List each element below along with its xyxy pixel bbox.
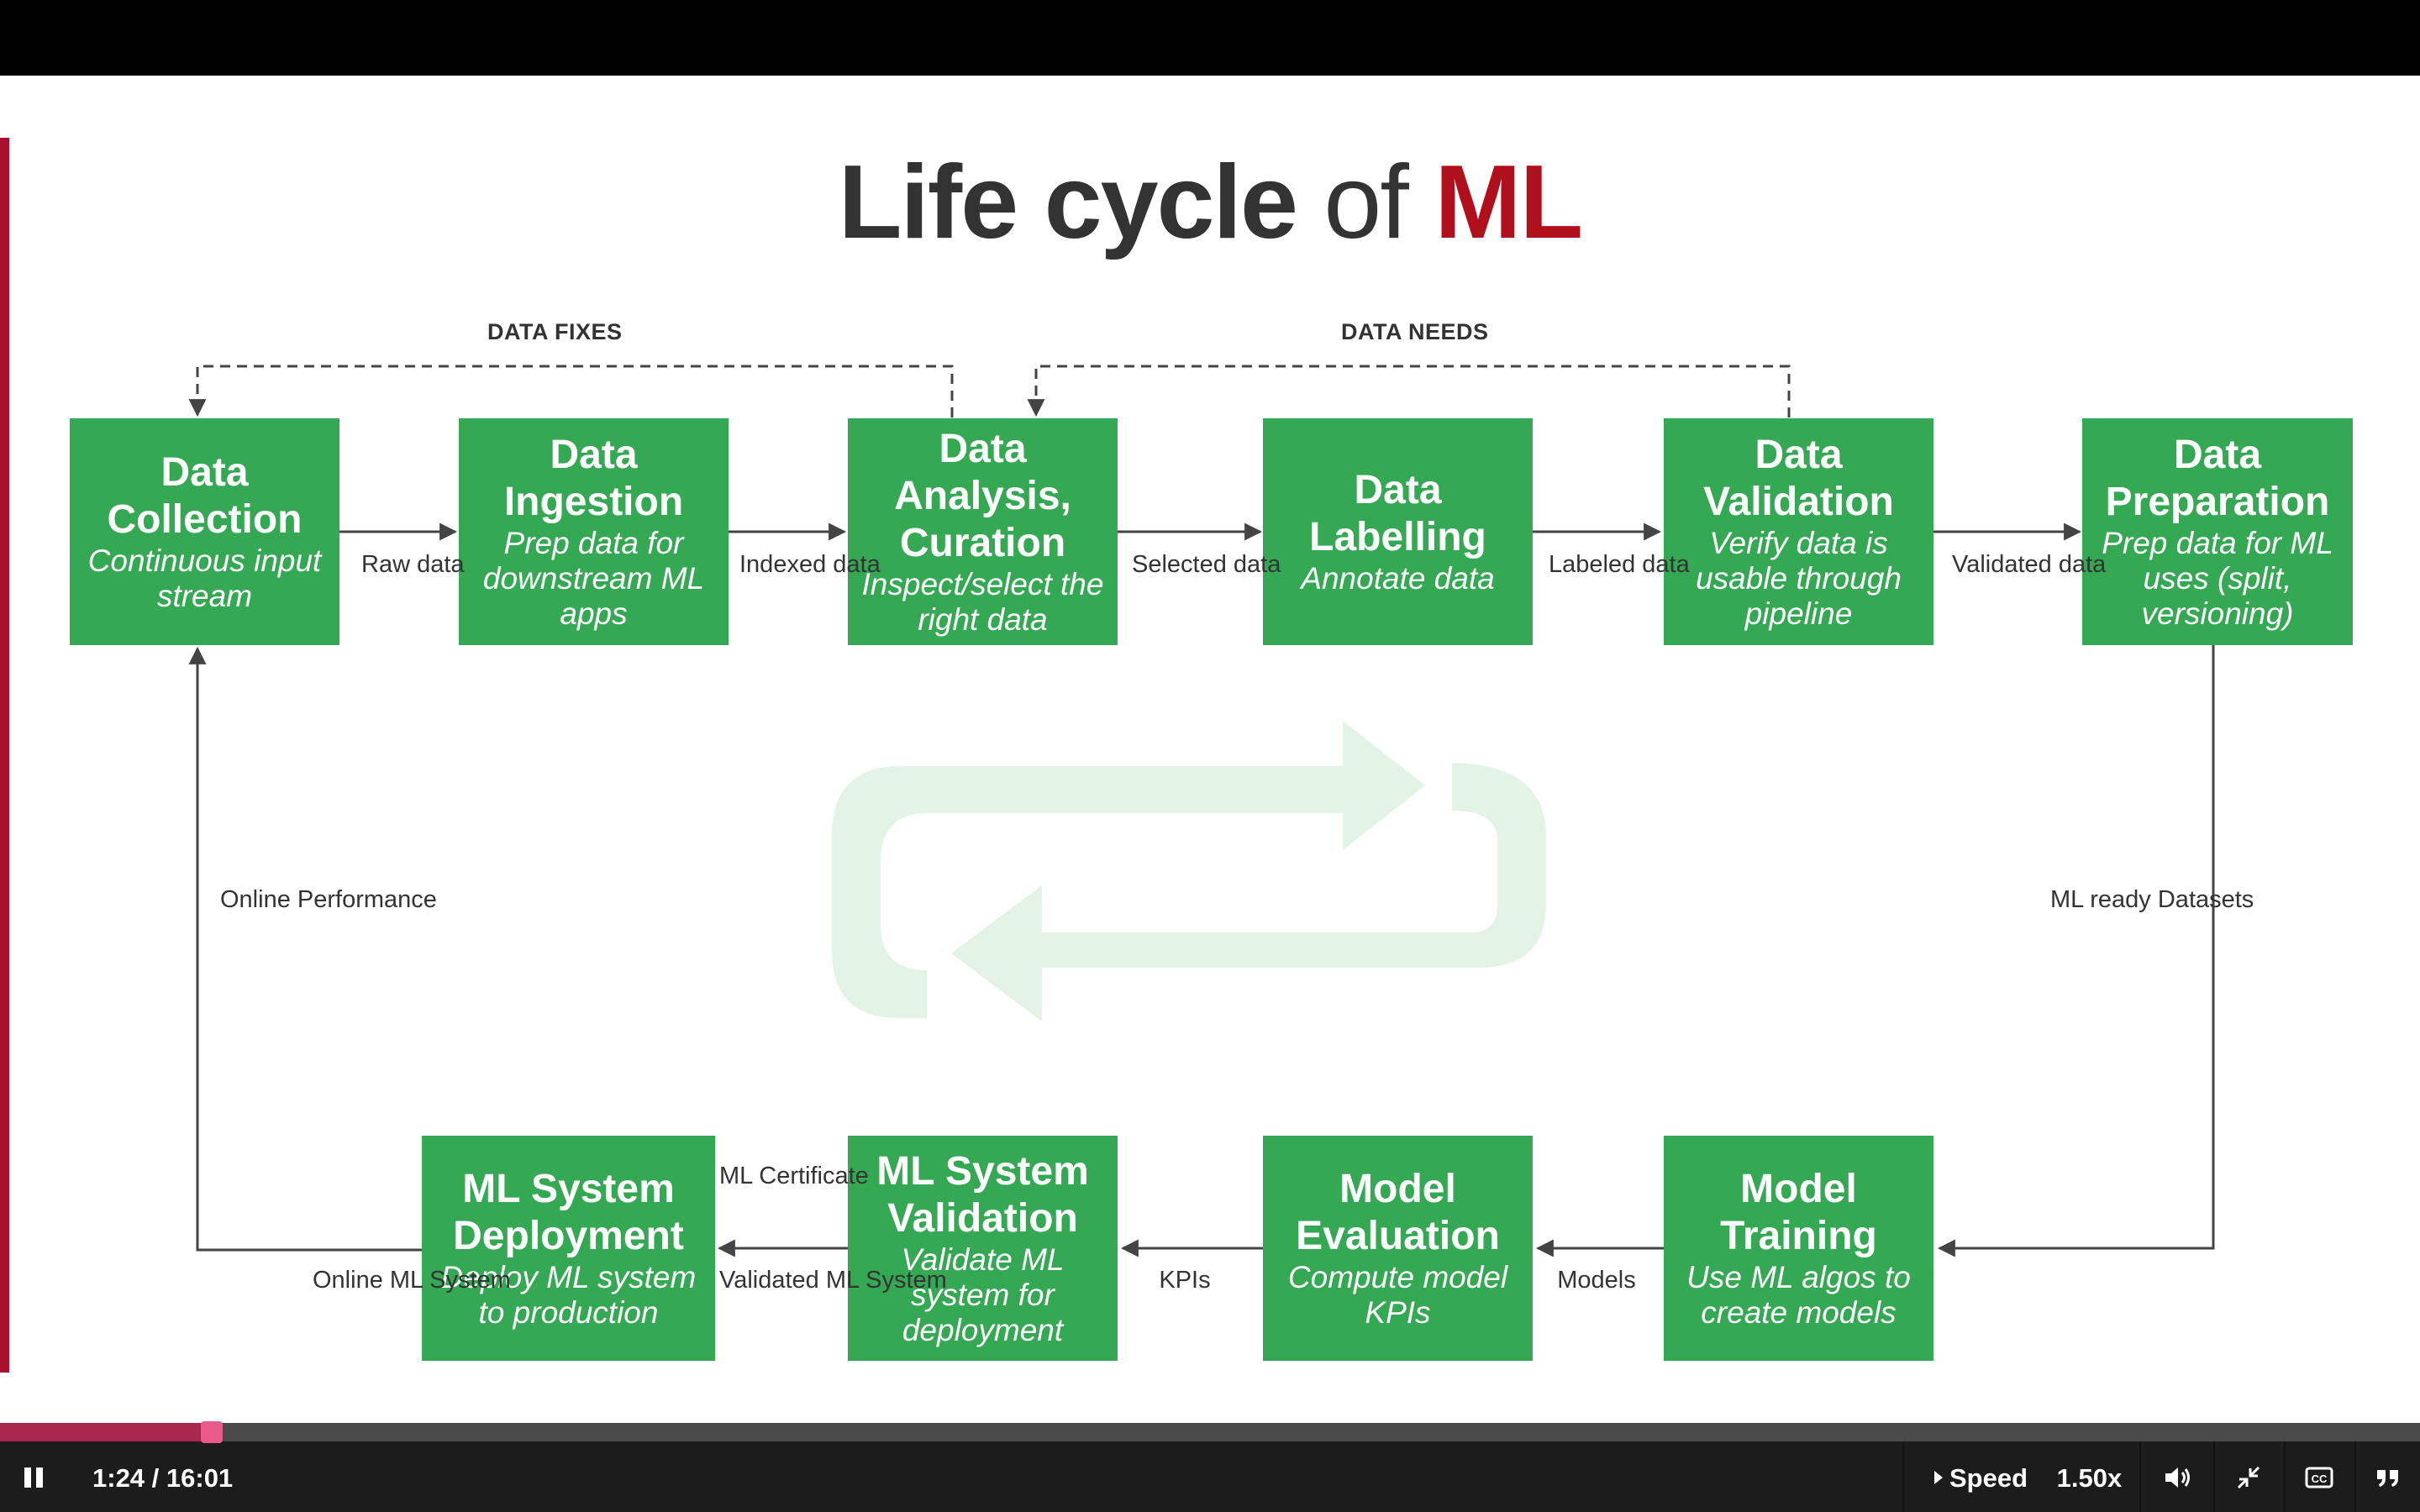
edge-label-indexed-data: Indexed data (739, 551, 881, 578)
edge-label-validated-data: Validated data (1952, 551, 2107, 578)
progress-scrubber-handle[interactable] (200, 1421, 223, 1443)
exit-fullscreen-button[interactable] (2228, 1457, 2269, 1498)
transcript-button[interactable] (2368, 1457, 2408, 1498)
edge-label-selected-data: Selected data (1132, 551, 1281, 578)
progress-bar-fill (0, 1423, 212, 1441)
box-data-analysis-curation: Data Analysis, Curation Inspect/select t… (848, 418, 1118, 645)
box-data-labelling: Data Labelling Annotate data (1263, 418, 1533, 645)
captions-button[interactable]: CC (2299, 1457, 2339, 1498)
box-desc: Prep data for downstream ML apps (482, 526, 705, 631)
separator (1902, 1441, 1904, 1512)
pause-icon (24, 1467, 43, 1488)
box-desc: Continuous input stream (87, 543, 322, 613)
box-data-preparation: Data Preparation Prep data for ML uses (… (2082, 418, 2353, 645)
box-model-evaluation: Model Evaluation Compute model KPIs (1263, 1136, 1533, 1361)
edge-label-models: Models (1557, 1267, 1636, 1294)
slide-title: Life cycle of ML (0, 143, 2420, 262)
speed-menu-toggle[interactable] (1933, 1465, 1944, 1490)
edge-label-kpis: KPIs (1159, 1267, 1211, 1294)
pause-button[interactable] (17, 1457, 50, 1498)
separator (2139, 1441, 2141, 1512)
speed-control[interactable]: Speed 1.50x (1949, 1463, 2122, 1494)
cycle-icon (832, 721, 1546, 1021)
edge-label-online-performance: Online Performance (220, 886, 437, 913)
exit-fullscreen-icon (2237, 1466, 2260, 1489)
time-display: 1:24 / 16:01 (92, 1463, 234, 1493)
box-desc: Verify data is usable through pipeline (1696, 526, 1902, 631)
box-title: Model Training (1720, 1167, 1877, 1258)
box-data-collection: Data Collection Continuous input stream (70, 418, 339, 645)
box-title: Data Collection (107, 450, 302, 542)
box-data-validation: Data Validation Verify data is usable th… (1664, 418, 1933, 645)
edge-label-validated-ml-system: Validated ML System (719, 1267, 947, 1294)
box-desc: Inspect/select the right data (861, 567, 1104, 637)
edge-label-online-ml-system: Online ML System (313, 1267, 511, 1294)
slide (0, 76, 2420, 1423)
slide-accent-bar (0, 138, 9, 1373)
box-ml-system-validation: ML System Validation Validate ML system … (848, 1136, 1118, 1361)
box-desc: Compute model KPIs (1287, 1260, 1508, 1330)
edge-label-raw-data: Raw data (361, 551, 465, 578)
edge-label-ml-certificate: ML Certificate (719, 1163, 869, 1189)
box-desc: Use ML algos to create models (1686, 1260, 1911, 1330)
speed-label: Speed (1949, 1463, 2028, 1493)
loop-label-data-fixes: DATA FIXES (487, 319, 623, 344)
speed-value: 1.50x (2056, 1463, 2123, 1493)
box-title: ML System Validation (876, 1149, 1089, 1241)
loop-label-data-needs: DATA NEEDS (1341, 319, 1489, 344)
box-title: Data Analysis, Curation (894, 427, 1071, 565)
edge-label-labeled-data: Labeled data (1549, 551, 1690, 578)
separator (2284, 1441, 2286, 1512)
box-title: Data Validation (1703, 433, 1894, 524)
progress-bar[interactable] (0, 1423, 2420, 1441)
separator (2354, 1441, 2356, 1512)
box-title: Data Preparation (2105, 433, 2330, 524)
svg-text:CC: CC (2312, 1473, 2328, 1485)
box-title: Model Evaluation (1296, 1167, 1500, 1258)
box-model-training: Model Training Use ML algos to create mo… (1664, 1136, 1933, 1361)
box-desc: Prep data for ML uses (split, versioning… (2102, 526, 2333, 631)
box-data-ingestion: Data Ingestion Prep data for downstream … (459, 418, 729, 645)
separator (2213, 1441, 2215, 1512)
volume-icon (2165, 1467, 2190, 1488)
box-desc: Deploy ML system to production (440, 1260, 697, 1330)
captions-icon: CC (2305, 1467, 2333, 1488)
volume-button[interactable] (2158, 1457, 2198, 1498)
box-ml-system-deployment: ML System Deployment Deploy ML system to… (422, 1136, 715, 1361)
box-title: ML System Deployment (453, 1167, 684, 1258)
title-part-of: of (1323, 144, 1408, 260)
title-part-life-cycle: Life cycle (838, 144, 1298, 260)
box-title: Data Ingestion (503, 433, 684, 524)
edge-label-ml-ready-datasets: ML ready Datasets (2050, 886, 2254, 913)
box-desc: Validate ML system for deployment (901, 1242, 1065, 1347)
box-desc: Annotate data (1301, 561, 1495, 596)
box-title: Data Labelling (1309, 468, 1486, 559)
play-triangle-icon (1934, 1471, 1943, 1484)
title-part-ml: ML (1434, 144, 1583, 260)
transcript-icon (2377, 1470, 2398, 1487)
